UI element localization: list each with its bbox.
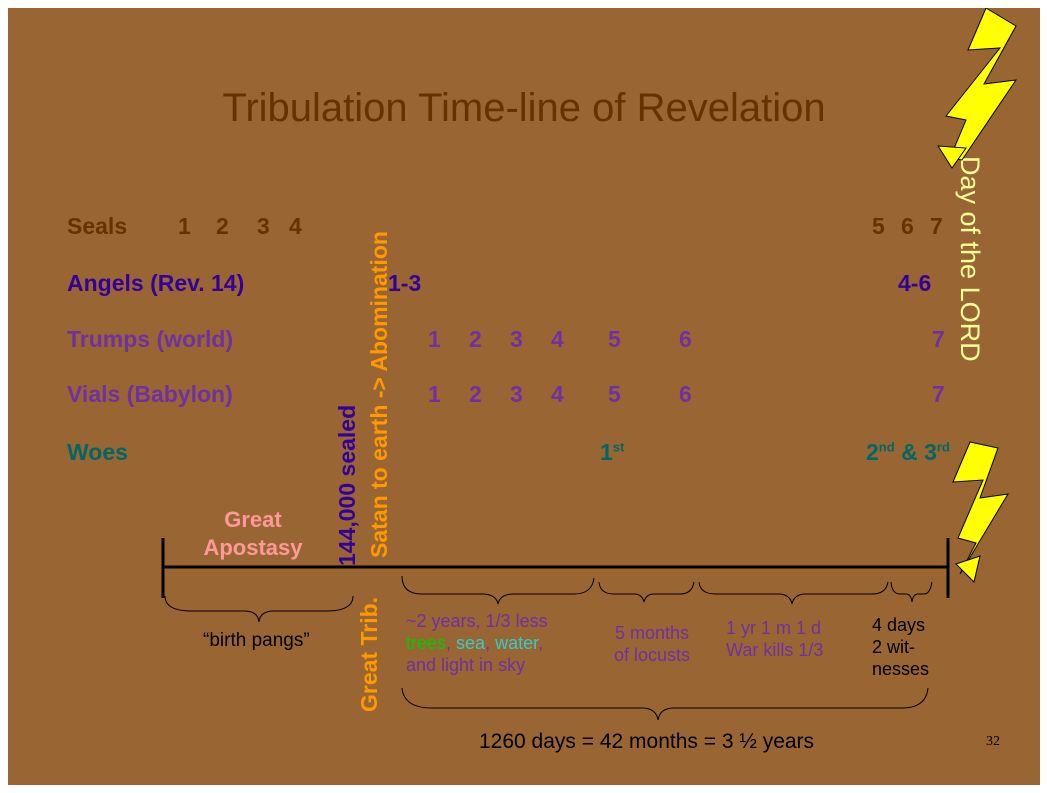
brace-birth-pangs	[164, 595, 354, 623]
woes-label: Woes	[67, 439, 128, 465]
war-line-1: 1 yr 1 m 1 d	[726, 618, 822, 638]
two-witnesses-label: 4 days 2 wit- nesses	[872, 614, 929, 680]
lightning-bolt-top-icon	[945, 8, 1018, 161]
two-years-line-1: ~2 years, 1/3 less	[406, 611, 548, 631]
brace-total	[401, 687, 929, 721]
angels-4-6: 4-6	[898, 270, 932, 296]
two-years-line-3: and light in sky	[406, 655, 526, 675]
total-duration-label: 1260 days = 42 months = 3 ½ years	[479, 730, 815, 753]
woe-second-third: 2nd & 3rd	[866, 439, 950, 465]
arrowhead-bottom-icon	[955, 555, 981, 583]
seal-3: 3	[257, 213, 270, 239]
vial-4: 4	[551, 381, 564, 407]
trump-1: 1	[428, 326, 441, 352]
vials-label: Vials (Babylon)	[67, 381, 233, 407]
seals-label: Seals	[67, 213, 128, 239]
trump-3: 3	[510, 326, 523, 352]
sea-word: sea	[456, 633, 486, 653]
vial-5: 5	[608, 381, 621, 407]
vial-1: 1	[428, 381, 441, 407]
war-label: 1 yr 1 m 1 d War kills 1/3	[726, 617, 823, 661]
great-apostasy-label: Great Apostasy	[188, 506, 318, 562]
witness-line-3: nesses	[872, 659, 930, 679]
two-years-line-2: trees, sea, water,	[406, 633, 544, 653]
trees-word: trees	[406, 633, 447, 653]
slide: Tribulation Time-line of Revelation Seal…	[8, 8, 1040, 785]
seal-2: 2	[216, 213, 229, 239]
trump-4: 4	[551, 326, 564, 352]
two-years-label: ~2 years, 1/3 less trees, sea, water, an…	[406, 610, 548, 676]
brace-four-days	[890, 581, 933, 603]
seal-6: 6	[901, 213, 914, 239]
witness-line-2: 2 wit-	[872, 637, 916, 657]
lightning-bolt-bottom-icon	[952, 441, 1009, 575]
locusts-line-1: 5 months	[614, 623, 690, 643]
apostasy-line-1: Great	[224, 507, 282, 532]
locusts-line-2: of locusts	[613, 645, 691, 665]
seal-5: 5	[872, 213, 885, 239]
trump-7: 7	[932, 326, 945, 352]
vial-7: 7	[932, 381, 945, 407]
locusts-label: 5 months of locusts	[593, 622, 711, 666]
birth-pangs-label: “birth pangs”	[203, 630, 310, 651]
brace-war-year	[698, 581, 889, 605]
trump-2: 2	[469, 326, 482, 352]
seal-7: 7	[930, 213, 943, 239]
vial-3: 3	[510, 381, 523, 407]
trumps-label: Trumps (world)	[67, 326, 234, 352]
trump-6: 6	[679, 326, 692, 352]
witness-line-1: 4 days	[872, 615, 926, 635]
seal-1: 1	[178, 213, 191, 239]
arrowhead-top-icon	[937, 145, 967, 169]
brace-two-years	[401, 575, 595, 605]
apostasy-line-2: Apostasy	[203, 535, 303, 560]
lightning-layer	[161, 8, 1018, 721]
angels-1-3: 1-3	[388, 270, 422, 296]
vial-2: 2	[469, 381, 482, 407]
woe-first: 1st	[600, 439, 625, 465]
water-word: water	[495, 633, 539, 653]
angels-label: Angels (Rev. 14)	[67, 270, 245, 296]
trump-5: 5	[608, 326, 621, 352]
seal-4: 4	[289, 213, 302, 239]
page-number: 32	[986, 734, 1000, 749]
slide-title: Tribulation Time-line of Revelation	[222, 86, 826, 130]
war-line-2: War kills 1/3	[726, 640, 824, 660]
vial-6: 6	[679, 381, 692, 407]
brace-five-months	[598, 581, 695, 603]
